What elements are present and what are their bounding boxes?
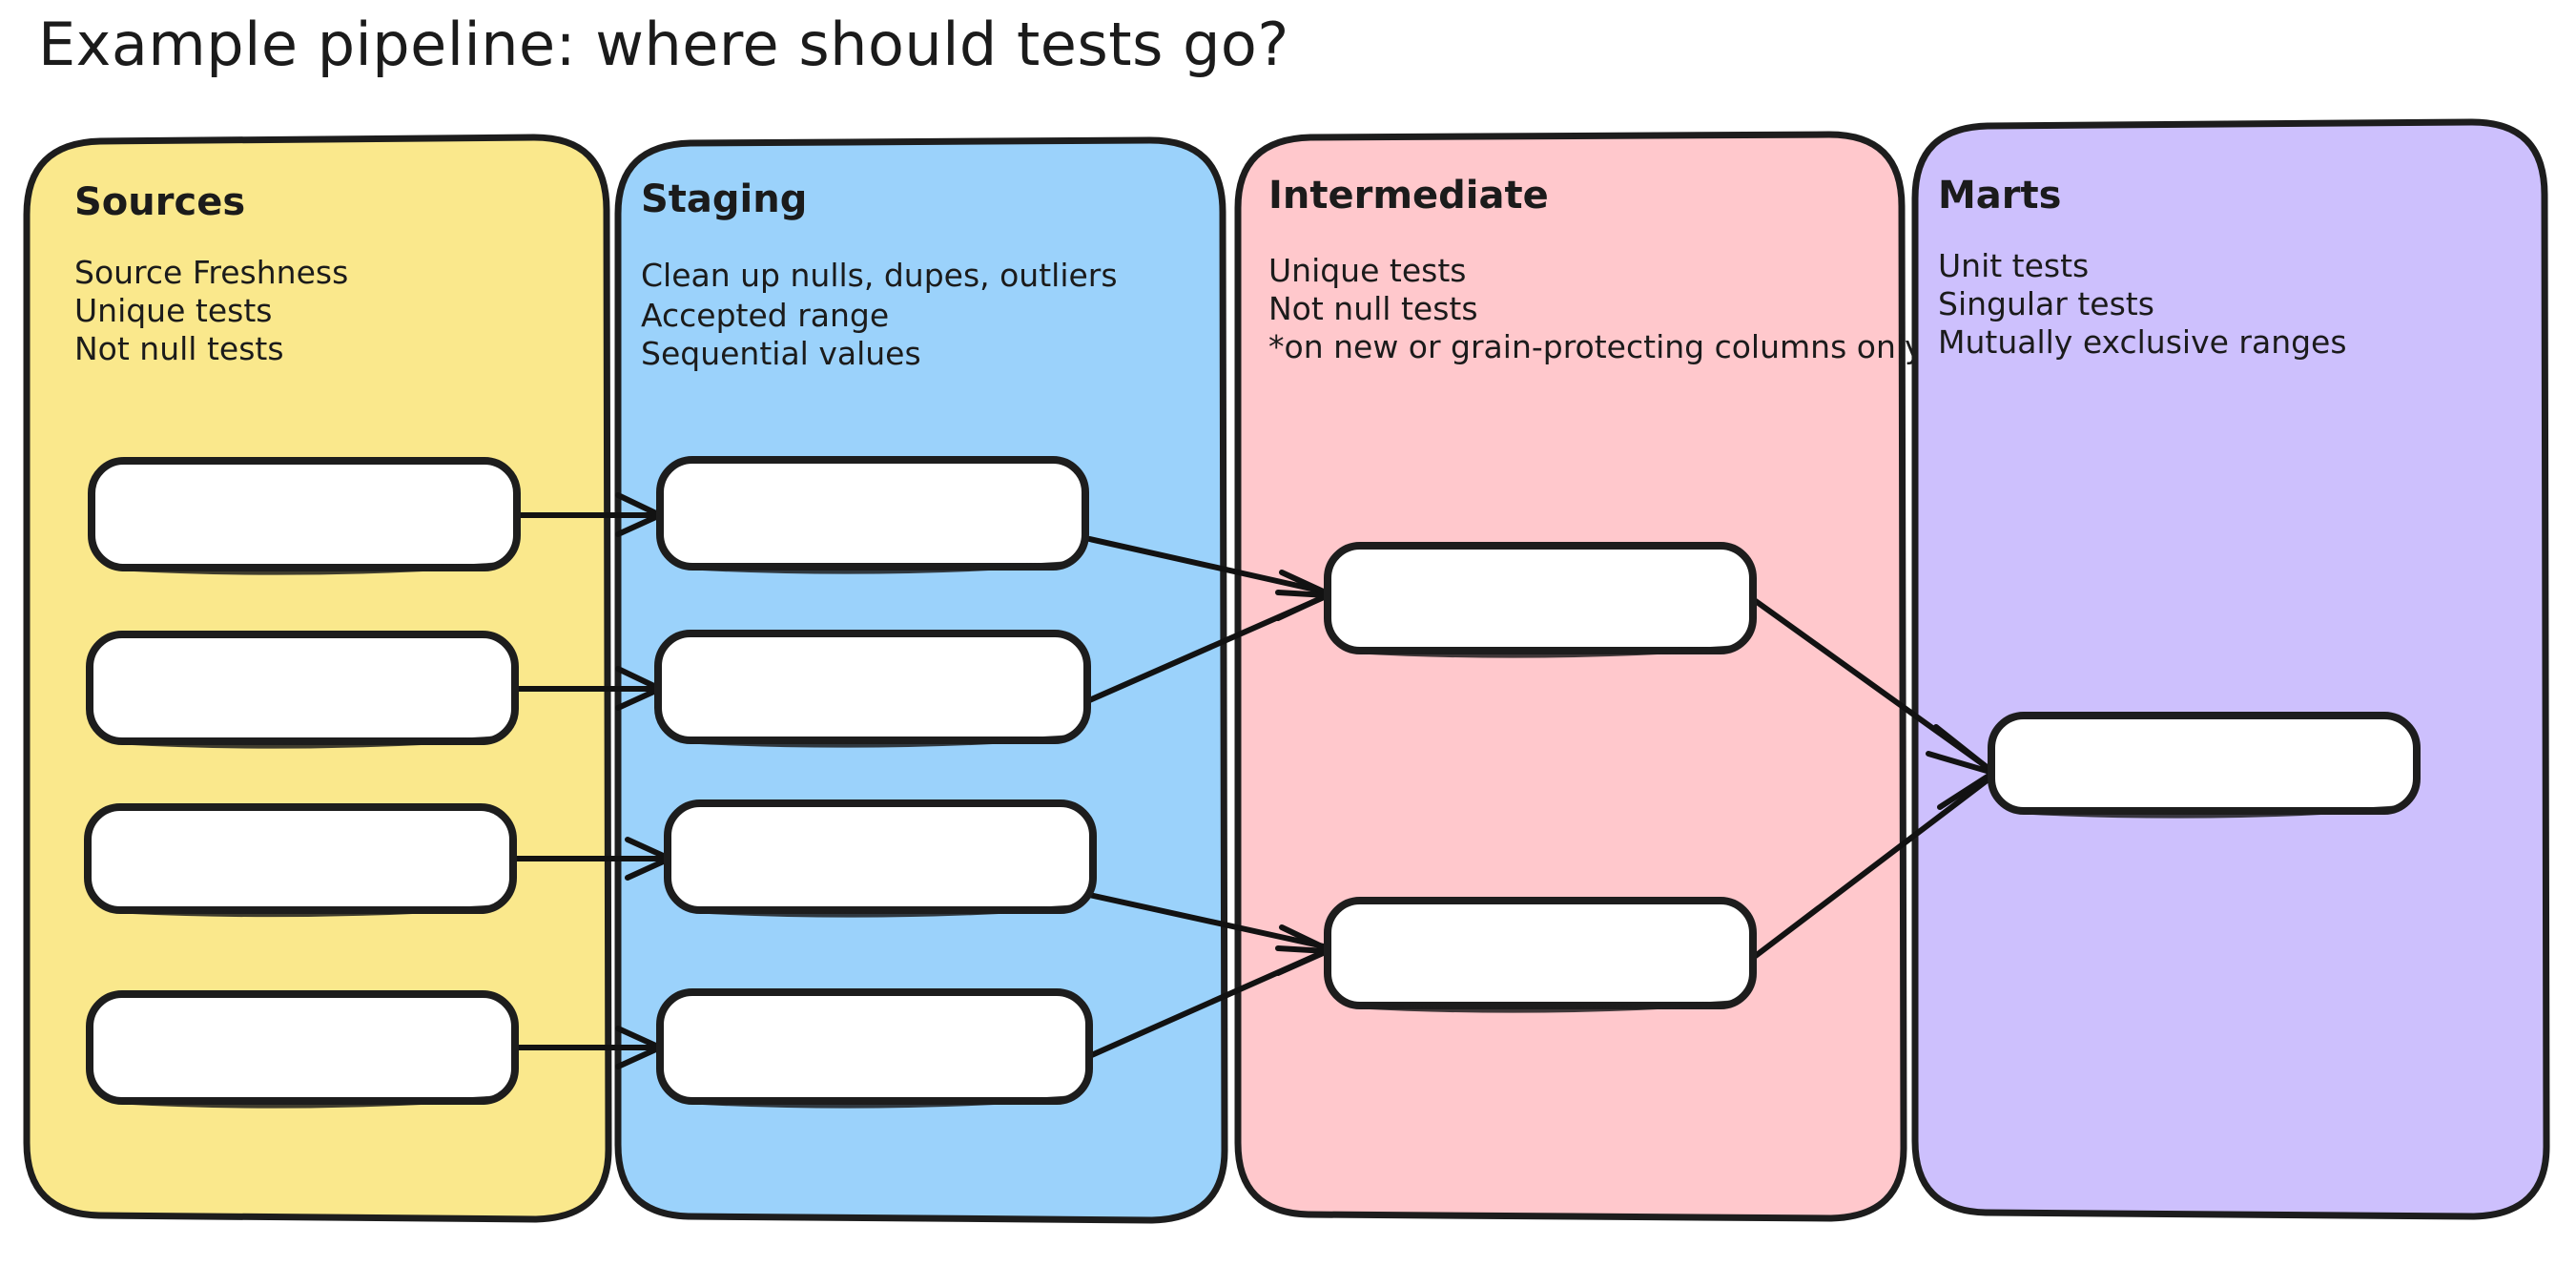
lane-staging-line-1: Clean up nulls, dupes, outliers	[641, 257, 1118, 294]
staging-node-3[interactable]	[664, 799, 1097, 918]
nodes-intermediate	[1324, 542, 1757, 1013]
lane-intermediate-line-1: Unique tests	[1268, 252, 1466, 289]
page-title: Example pipeline: where should tests go?	[38, 10, 1289, 79]
source-node-2[interactable]	[86, 631, 519, 749]
edge-layer	[513, 492, 1996, 1069]
lane-marts-line-1: Unit tests	[1938, 247, 2089, 284]
edge-intermediate2-marts1	[1750, 776, 1992, 961]
intermediate-node-2[interactable]	[1324, 897, 1757, 1013]
staging-node-4[interactable]	[656, 988, 1093, 1109]
lane-sources-heading: Sources	[74, 180, 245, 224]
lane-sources-line-2: Unique tests	[74, 292, 272, 329]
lane-marts-shape	[1911, 118, 2550, 1220]
nodes-staging	[654, 456, 1097, 1109]
lane-intermediate-heading: Intermediate	[1268, 174, 1549, 218]
source-node-3[interactable]	[84, 803, 517, 918]
source-node-4[interactable]	[86, 990, 519, 1109]
lane-staging-line-2: Accepted range	[641, 297, 889, 334]
edge-staging1-intermediate1	[1082, 535, 1327, 594]
lane-marts-heading: Marts	[1938, 174, 2061, 218]
lane-marts-line-2: Singular tests	[1938, 285, 2154, 322]
intermediate-node-1[interactable]	[1324, 542, 1757, 658]
nodes-sources	[84, 457, 521, 1109]
edge-staging3-intermediate2	[1086, 892, 1327, 949]
source-node-1[interactable]	[88, 457, 521, 575]
lane-intermediate-line-3: *on new or grain-protecting columns only	[1268, 328, 1924, 365]
lane-staging-heading: Staging	[641, 177, 807, 221]
marts-node-1[interactable]	[1988, 712, 2421, 819]
lane-intermediate: Intermediate Unique tests Not null tests…	[1234, 131, 1924, 1222]
lane-sources-line-1: Source Freshness	[74, 254, 348, 291]
staging-node-1[interactable]	[656, 456, 1089, 574]
nodes-marts	[1988, 712, 2421, 819]
staging-node-2[interactable]	[654, 630, 1091, 748]
lane-intermediate-line-2: Not null tests	[1268, 290, 1478, 327]
lane-marts-line-3: Mutually exclusive ranges	[1938, 323, 2347, 361]
lane-marts: Marts Unit tests Singular tests Mutually…	[1911, 118, 2550, 1220]
lane-sources-line-3: Not null tests	[74, 330, 284, 367]
lane-staging-line-3: Sequential values	[641, 335, 921, 372]
